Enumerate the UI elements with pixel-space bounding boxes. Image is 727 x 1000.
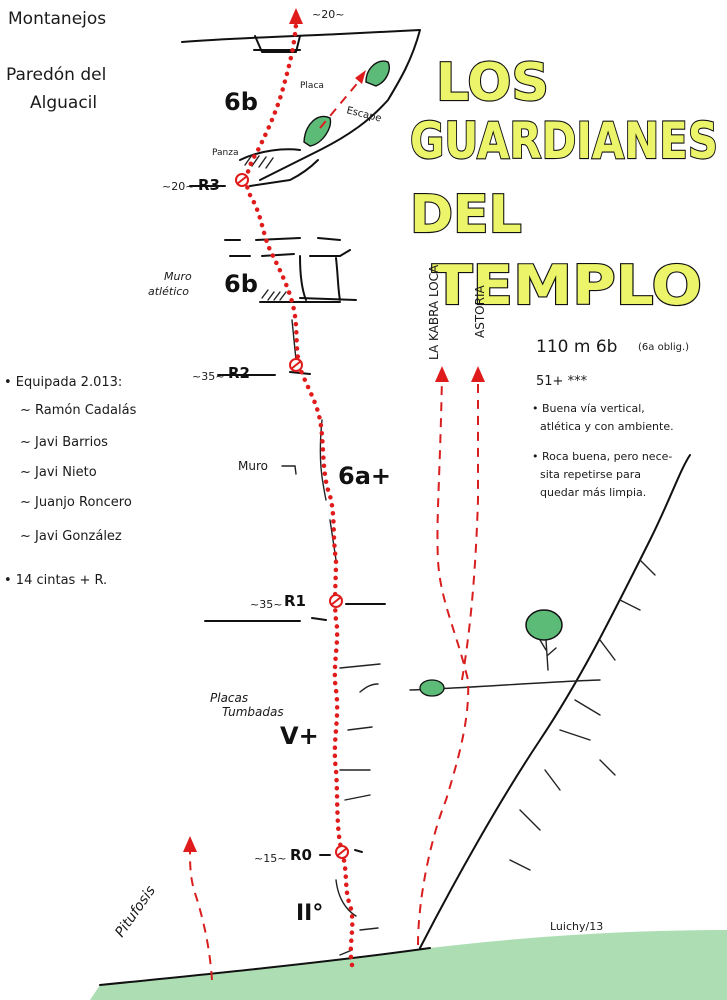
feature-placa: Placa xyxy=(300,81,324,91)
belay-r0-symbol xyxy=(335,845,349,859)
panza-roof xyxy=(239,148,301,161)
main-route-arrow xyxy=(289,8,303,24)
main-route xyxy=(244,21,355,968)
route-note-5: quedar más limpia. xyxy=(540,486,646,499)
pitch-grade-ii: II° xyxy=(296,901,323,926)
escape-arrow xyxy=(355,70,366,84)
pitch-grade-6b-top: 6b xyxy=(224,88,258,116)
route-mandatory: (6a oblig.) xyxy=(638,342,689,353)
kabra-loca-route xyxy=(417,375,470,946)
panza-hatch xyxy=(244,154,274,169)
wall-name-line2: Alguacil xyxy=(30,93,97,113)
placas-lines xyxy=(339,663,381,801)
title-line3: DEL xyxy=(410,185,522,245)
route-note-2: atlética y con ambiente. xyxy=(540,420,674,433)
muro-hatch xyxy=(261,289,287,301)
signature: Luichy/13 xyxy=(550,920,603,933)
equipper-2: ~ Javi Barrios xyxy=(20,435,108,450)
belay-r2-symbol xyxy=(289,358,303,372)
title-line4: TEMPLO xyxy=(432,254,702,317)
route-label-pitufosis: Pitufosis xyxy=(112,883,159,940)
ground-grass xyxy=(90,930,727,1000)
equipper-4: ~ Juanjo Roncero xyxy=(20,495,132,510)
belay-r3-length: ~20~ xyxy=(162,180,194,193)
title-line2: GUARDIANES xyxy=(410,112,718,170)
route-length-grade: 110 m 6b xyxy=(536,337,617,357)
route-note-4: sita repetirse para xyxy=(540,468,641,481)
ledge-2 xyxy=(229,249,351,257)
belay-r0-length: ~15~ xyxy=(254,852,286,865)
route-note-1: • Buena vía vertical, xyxy=(532,402,645,415)
base-rocks xyxy=(335,879,379,956)
right-slab-lines xyxy=(509,559,656,871)
equipper-3: ~ Javi Nieto xyxy=(20,465,97,480)
r1-ledge xyxy=(204,603,386,622)
bush-escape-top xyxy=(365,60,390,87)
muro-block xyxy=(299,255,357,301)
equipment-gear: • 14 cintas + R. xyxy=(4,573,107,588)
tree xyxy=(525,609,563,671)
ground-line xyxy=(99,947,431,986)
wall-name-line1: Paredón del xyxy=(6,65,106,85)
pitufosis-arrow xyxy=(183,836,197,852)
pitch-grade-v-plus: V+ xyxy=(280,722,319,750)
route-note-3: • Roca buena, pero nece- xyxy=(532,450,672,463)
r0-ledge xyxy=(319,849,363,856)
equipper-5: ~ Javi González xyxy=(20,529,122,544)
belay-r2-length: ~35~ xyxy=(192,370,224,383)
feature-panza: Panza xyxy=(212,148,238,158)
area-name: Montanejos xyxy=(8,9,106,29)
belay-r3-symbol xyxy=(235,173,249,187)
pitch-label-placas-2: Tumbadas xyxy=(222,705,284,719)
pitch-grade-6a-plus: 6a+ xyxy=(338,462,391,490)
pitch-label-muro-atletico-1: Muro xyxy=(164,270,192,283)
equipment-heading: • Equipada 2.013: xyxy=(4,375,122,390)
bush-ledge xyxy=(419,679,445,697)
belay-r1-length: ~35~ xyxy=(250,598,282,611)
astoria-arrow xyxy=(471,366,485,382)
top-cliff xyxy=(181,29,421,181)
escape-route xyxy=(319,79,361,129)
pitch-label-placas-1: Placas xyxy=(210,691,248,705)
pitch-label-muro: Muro xyxy=(238,459,268,473)
belay-r2-name: R2 xyxy=(228,364,250,382)
belay-r1-name: R1 xyxy=(284,592,306,610)
r3-ledge xyxy=(189,159,319,187)
pitufosis-route xyxy=(189,845,213,981)
title-line1: LOS xyxy=(436,53,549,113)
route-label-astoria: ASTORIA xyxy=(473,285,487,338)
route-quickdraws: 51+ *** xyxy=(536,374,588,389)
belay-r3-name: R3 xyxy=(198,176,220,194)
right-slab-outline xyxy=(419,454,691,949)
bush-panza xyxy=(303,115,332,147)
muro-crack xyxy=(281,465,297,475)
top-length: ~20~ xyxy=(312,8,344,21)
pitch-label-muro-atletico-2: atlético xyxy=(148,285,189,298)
pitch-grade-6b-muro: 6b xyxy=(224,270,258,298)
equipper-1: ~ Ramón Cadalás xyxy=(20,403,137,418)
ledge-1 xyxy=(224,237,341,241)
kabra-loca-arrow xyxy=(435,366,449,382)
belay-r1-symbol xyxy=(329,594,343,608)
route-label-kabra-loca: LA KABRA LOCA xyxy=(427,264,441,360)
astoria-route xyxy=(461,376,480,681)
belay-r0-name: R0 xyxy=(290,846,312,864)
